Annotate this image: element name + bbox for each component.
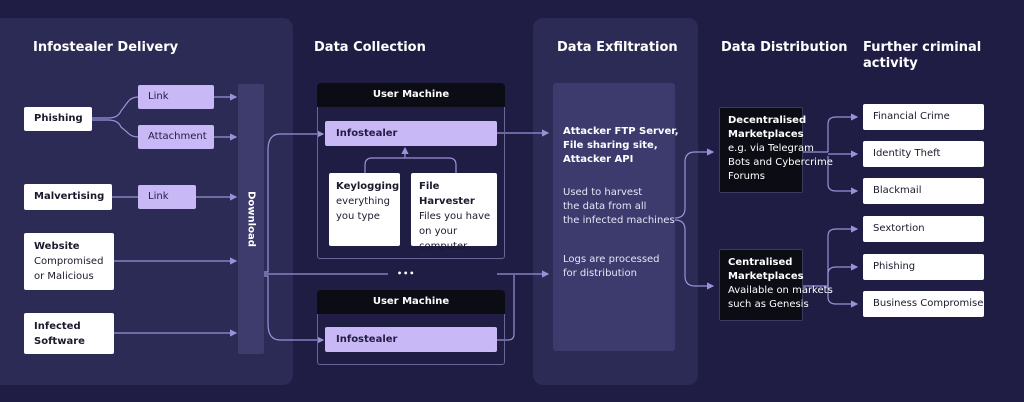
criminal-phishing: Phishing bbox=[863, 254, 984, 280]
column-title-collection: Data Collection bbox=[314, 40, 426, 55]
user-machine-header: User Machine bbox=[317, 83, 505, 107]
criminal-identity-theft: Identity Theft bbox=[863, 141, 984, 167]
column-title-criminal-line2: activity bbox=[863, 56, 918, 71]
exfil-desc-line3: the infected machines bbox=[563, 215, 675, 226]
criminal-blackmail: Blackmail bbox=[863, 178, 984, 204]
link-box-malvertising: Link bbox=[138, 185, 196, 209]
keylogging-title: Keylogging bbox=[336, 181, 400, 192]
keylogging-line1: everything bbox=[336, 196, 390, 207]
column-title-delivery: Infostealer Delivery bbox=[33, 40, 179, 55]
exfil-title-line2: File sharing site, bbox=[563, 140, 658, 151]
criminal-sextortion: Sextortion bbox=[863, 216, 984, 242]
central-line2: Marketplaces bbox=[728, 271, 804, 282]
exfil-inner-panel bbox=[553, 83, 675, 351]
exfil-logs-line1: Logs are processed bbox=[563, 254, 660, 265]
decentral-line2: Marketplaces bbox=[728, 129, 804, 140]
column-title-criminal-line1: Further criminal bbox=[863, 40, 982, 55]
criminal-financial-crime: Financial Crime bbox=[863, 104, 984, 130]
infostealer-box-top: Infostealer bbox=[325, 121, 497, 146]
link-box-phishing: Link bbox=[138, 85, 214, 109]
phishing-box: Phishing bbox=[24, 107, 92, 131]
exfil-description: Used to harvest the data from all the in… bbox=[563, 186, 675, 228]
decentral-line1: Decentralised bbox=[728, 115, 807, 126]
website-box: Website Compromised or Malicious bbox=[24, 233, 114, 290]
exfil-logs: Logs are processed for distribution bbox=[563, 253, 660, 281]
user-machine-bottom: User Machine bbox=[317, 290, 505, 365]
user-machine-top: User Machine bbox=[317, 83, 505, 259]
ellipsis: ••• bbox=[397, 269, 416, 278]
infected-line2: Software bbox=[34, 336, 85, 347]
website-title: Website bbox=[34, 241, 80, 252]
infected-line1: Infected bbox=[34, 321, 81, 332]
central-desc1: Available on markets bbox=[728, 285, 833, 296]
centralised-marketplaces-box: Centralised Marketplaces Available on ma… bbox=[719, 249, 833, 321]
infected-software-box: Infected Software bbox=[24, 313, 114, 354]
exfil-desc-line2: the data from all bbox=[563, 201, 647, 212]
attachment-box: Attachment bbox=[138, 125, 214, 149]
keylogging-line2: you type bbox=[336, 211, 380, 222]
decentral-desc1: e.g. via Telegram bbox=[728, 143, 814, 154]
user-machine-header-bottom: User Machine bbox=[317, 290, 505, 314]
column-title-criminal: Further criminal activity bbox=[863, 40, 981, 72]
criminal-business-compromise: Business Compromise bbox=[863, 291, 984, 317]
malvertising-box: Malvertising bbox=[24, 184, 112, 210]
website-line2: or Malicious bbox=[34, 271, 94, 282]
harvester-line3: computer bbox=[419, 241, 468, 252]
exfil-logs-line2: for distribution bbox=[563, 268, 637, 279]
download-bar: Download bbox=[238, 84, 264, 354]
download-label: Download bbox=[245, 191, 257, 247]
central-desc2: such as Genesis bbox=[728, 299, 809, 310]
exfil-title-line3: Attacker API bbox=[563, 154, 634, 165]
keylogging-box: Keylogging everything you type bbox=[329, 173, 400, 246]
harvester-line1: Files you have bbox=[419, 211, 491, 222]
decentralised-marketplaces-box: Decentralised Marketplaces e.g. via Tele… bbox=[719, 107, 833, 193]
exfil-title-line1: Attacker FTP Server, bbox=[563, 126, 679, 137]
exfil-desc-line1: Used to harvest bbox=[563, 187, 643, 198]
harvester-title: File Harvester bbox=[419, 181, 475, 207]
harvester-line2: on your bbox=[419, 226, 458, 237]
column-title-exfiltration: Data Exfiltration bbox=[557, 40, 678, 55]
infostealer-box-bottom: Infostealer bbox=[325, 327, 497, 352]
decentral-desc2: Bots and Cybercrime bbox=[728, 157, 833, 168]
decentral-desc3: Forums bbox=[728, 171, 765, 182]
website-line1: Compromised bbox=[34, 256, 104, 267]
file-harvester-box: File Harvester Files you have on your co… bbox=[411, 173, 497, 252]
central-line1: Centralised bbox=[728, 257, 793, 268]
exfil-destinations: Attacker FTP Server, File sharing site, … bbox=[563, 125, 679, 167]
column-title-distribution: Data Distribution bbox=[721, 40, 848, 55]
